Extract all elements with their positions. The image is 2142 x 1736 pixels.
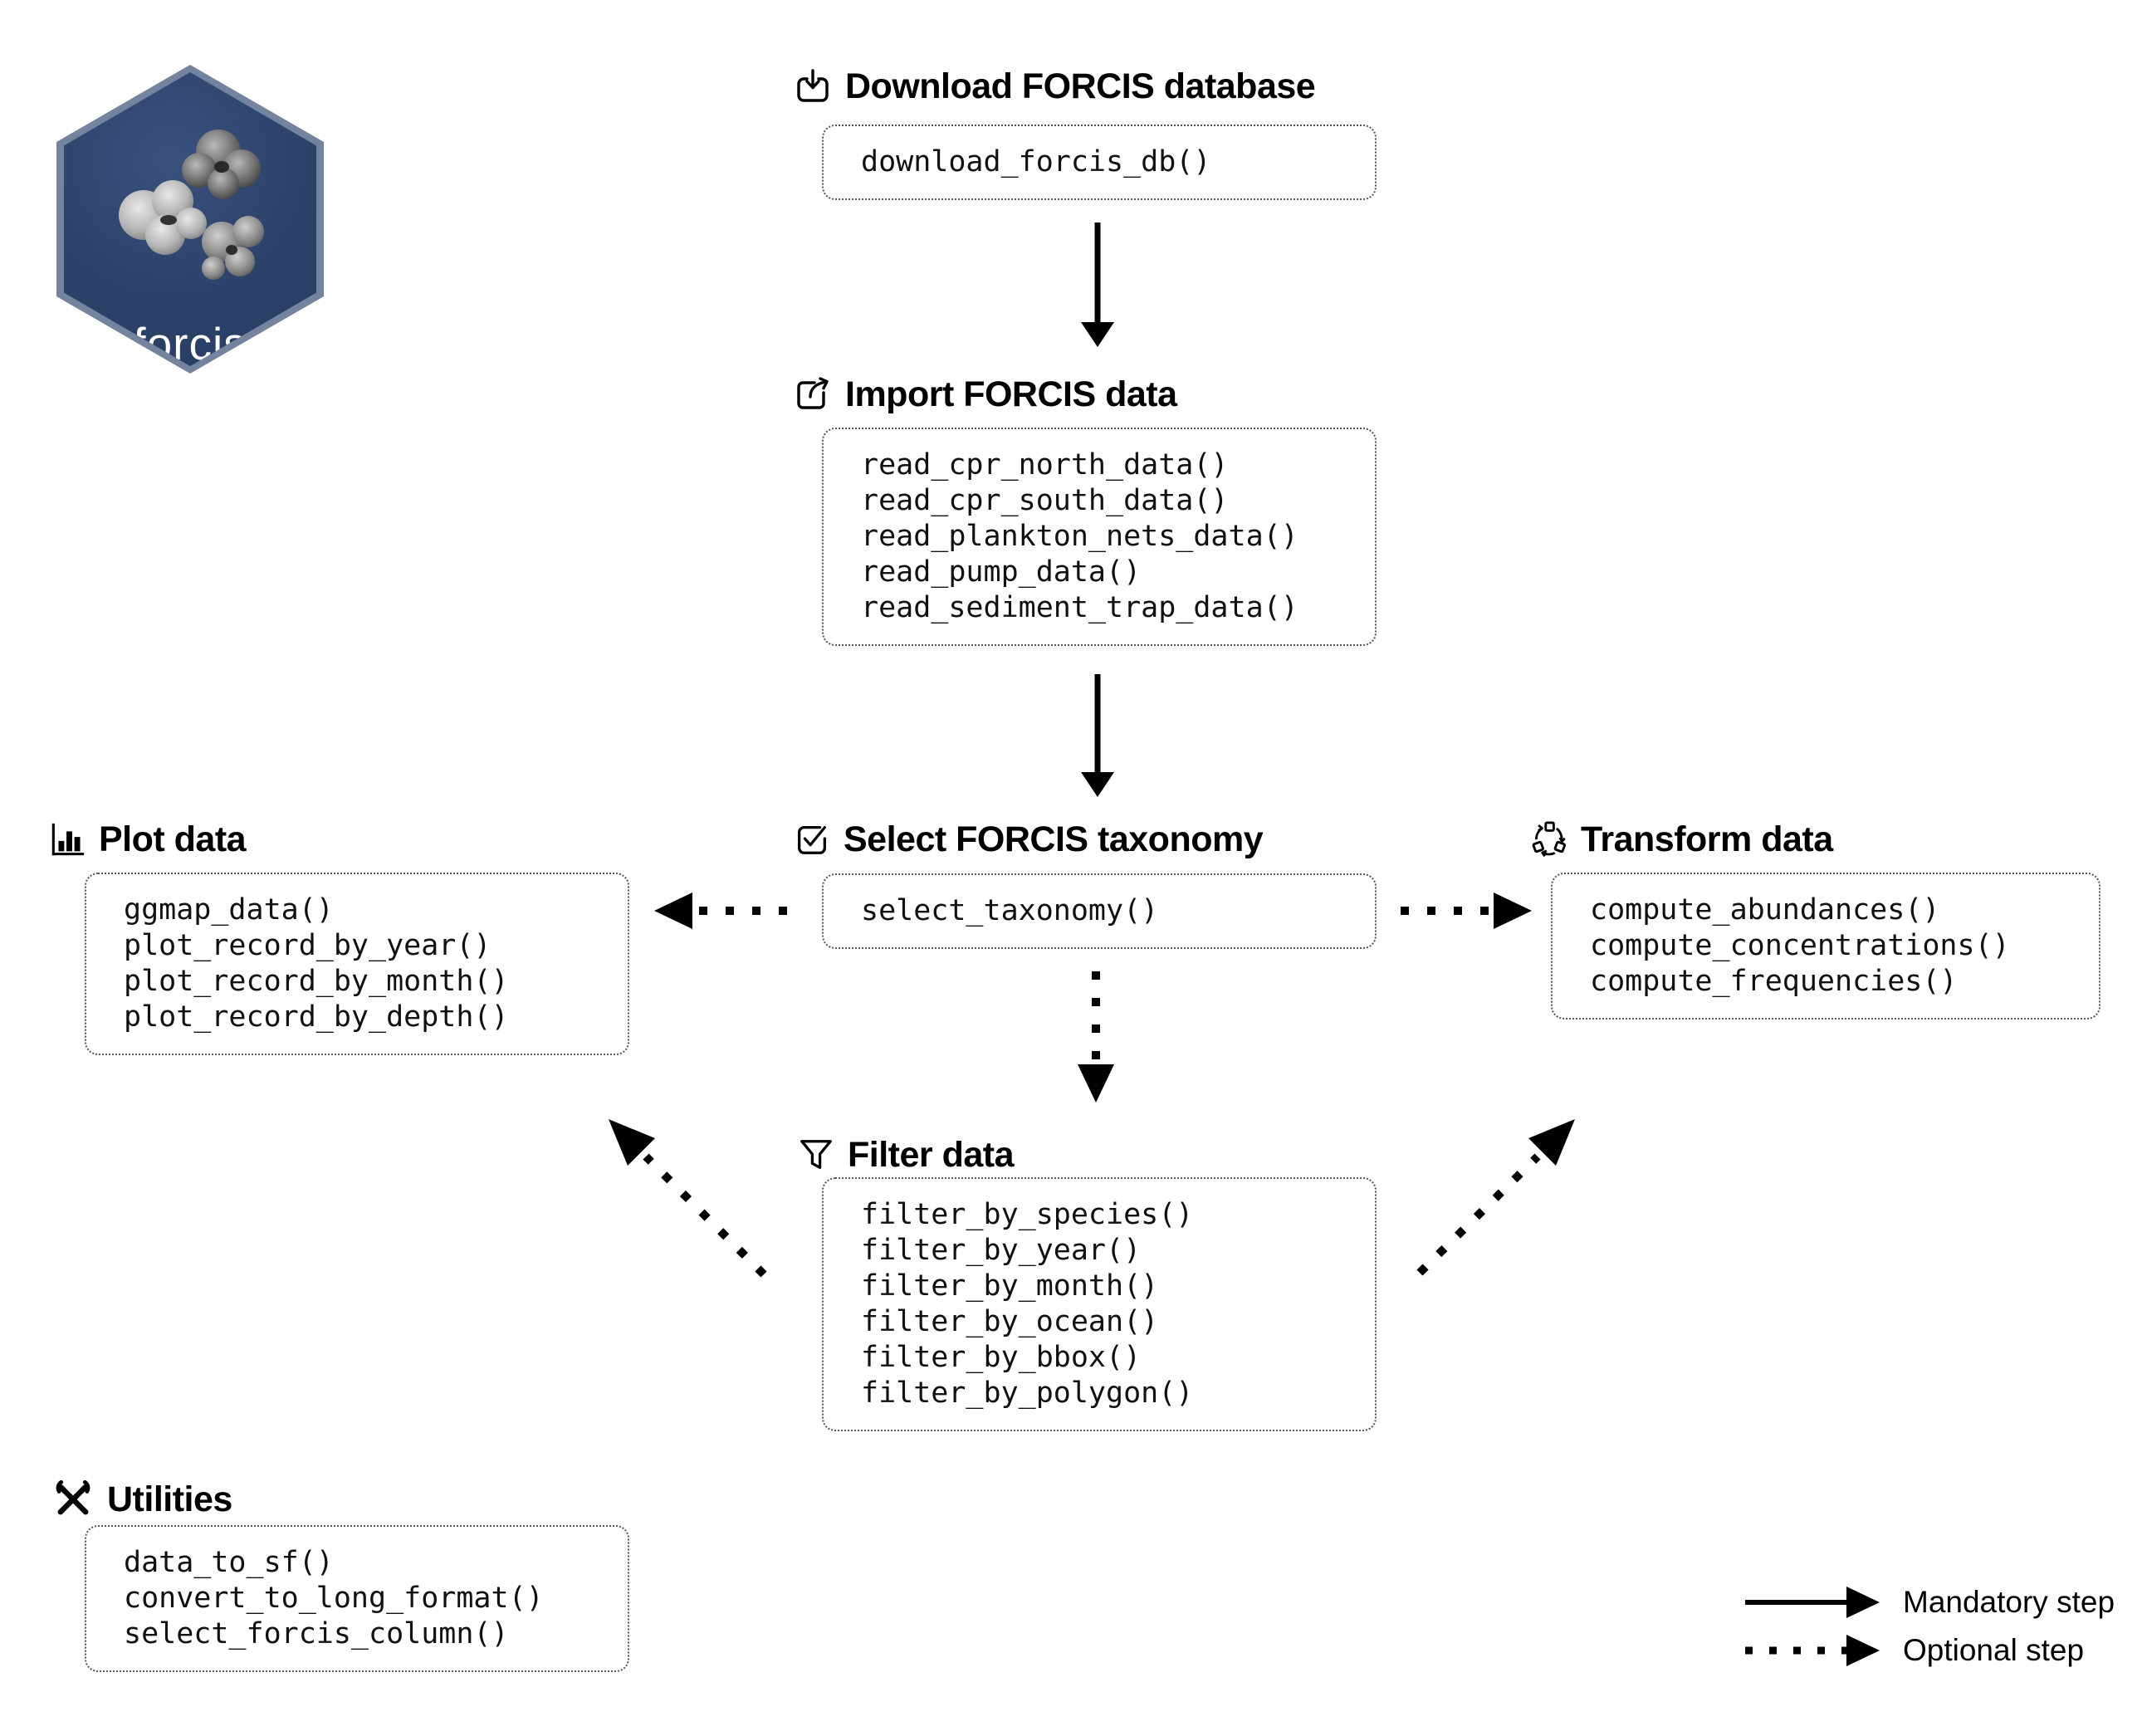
function-name: plot_record_by_month() [124, 965, 509, 998]
section-header-import: Import FORCIS data [793, 371, 1177, 418]
tools-icon [51, 1478, 95, 1521]
function-name: filter_by_bbox() [861, 1341, 1142, 1374]
export-icon [793, 374, 833, 414]
section-title: Utilities [107, 1479, 232, 1519]
foraminifera-illustration [119, 130, 264, 280]
section-header-plot: Plot data [48, 816, 247, 863]
funnel-icon [797, 1136, 835, 1174]
function-name: plot_record_by_depth() [124, 1000, 509, 1034]
foram-top [182, 130, 261, 199]
transform-functions-box: compute_abundances()compute_concentratio… [1551, 873, 2100, 1020]
legend-mandatory-label: Mandatory step [1903, 1585, 2115, 1619]
legend-optional-row: Optional step [1743, 1632, 2115, 1669]
arrow-taxonomy-to-filter [1078, 971, 1114, 1103]
function-name: ggmap_data() [124, 893, 334, 927]
utilities-functions-box: data_to_sf()convert_to_long_format()sele… [85, 1525, 629, 1672]
arrow-download-to-import [1081, 223, 1114, 347]
function-name: read_pump_data() [861, 555, 1142, 589]
section-header-transform: Transform data [1530, 816, 1833, 863]
section-title: Plot data [99, 819, 247, 859]
mandatory-arrow-icon [1745, 1587, 1880, 1618]
section-title: Select FORCIS taxonomy [844, 819, 1264, 859]
function-name: filter_by_ocean() [861, 1305, 1159, 1338]
section-title: Download FORCIS database [845, 66, 1316, 106]
download-functions-box: download_forcis_db() [822, 125, 1377, 200]
legend-optional-label: Optional step [1903, 1633, 2085, 1667]
function-name: plot_record_by_year() [124, 929, 491, 962]
function-name: read_cpr_north_data() [861, 448, 1229, 482]
hex-logo-background: forcis https://frbcesab.github.io/forcis [64, 72, 316, 366]
section-title: Transform data [1581, 819, 1833, 859]
function-name: filter_by_species() [861, 1198, 1194, 1231]
arrow-taxonomy-to-transform [1401, 892, 1532, 929]
section-title: Import FORCIS data [845, 374, 1177, 414]
function-name: read_cpr_south_data() [861, 484, 1229, 517]
legend: Mandatory step Optional step [1743, 1584, 2115, 1669]
section-header-filter: Filter data [797, 1132, 1015, 1178]
function-name: compute_frequencies() [1590, 965, 1958, 998]
function-name: read_sediment_trap_data() [861, 591, 1298, 624]
function-name: select_forcis_column() [124, 1617, 509, 1650]
function-name: filter_by_month() [861, 1269, 1159, 1303]
filter-functions-box: filter_by_species()filter_by_year()filte… [822, 1177, 1377, 1431]
section-header-download: Download FORCIS database [793, 63, 1316, 110]
function-name: filter_by_polygon() [861, 1377, 1194, 1410]
foram-bottom [202, 216, 264, 280]
function-name: data_to_sf() [124, 1546, 334, 1579]
function-name: compute_abundances() [1590, 893, 1940, 927]
function-name: download_forcis_db() [861, 145, 1211, 178]
arrow-filter-to-plot [609, 1119, 767, 1278]
function-name: compute_concentrations() [1590, 929, 2010, 962]
arrow-filter-to-transform [1416, 1119, 1575, 1276]
download-icon [793, 66, 833, 106]
function-name: filter_by_year() [861, 1234, 1142, 1267]
arrow-import-to-taxonomy [1081, 674, 1114, 797]
arrow-taxonomy-to-plot [654, 892, 787, 929]
foram-left [119, 180, 207, 255]
logo-title: forcis [133, 318, 247, 369]
bar-chart-icon [48, 820, 86, 858]
optional-arrow-icon [1745, 1635, 1880, 1666]
taxonomy-functions-box: select_taxonomy() [822, 873, 1377, 949]
forcis-hex-logo: forcis https://frbcesab.github.io/forcis [56, 65, 324, 374]
section-header-utilities: Utilities [51, 1476, 232, 1523]
function-name: select_taxonomy() [861, 894, 1159, 927]
section-title: Filter data [848, 1134, 1015, 1175]
section-header-taxonomy: Select FORCIS taxonomy [793, 816, 1264, 863]
function-name: convert_to_long_format() [124, 1582, 544, 1615]
import-functions-box: read_cpr_north_data()read_cpr_south_data… [822, 428, 1377, 646]
plot-functions-box: ggmap_data()plot_record_by_year()plot_re… [85, 873, 629, 1055]
cycle-icon [1530, 820, 1568, 858]
legend-mandatory-row: Mandatory step [1743, 1584, 2115, 1621]
checkbox-icon [793, 820, 831, 858]
function-name: read_plankton_nets_data() [861, 520, 1298, 553]
